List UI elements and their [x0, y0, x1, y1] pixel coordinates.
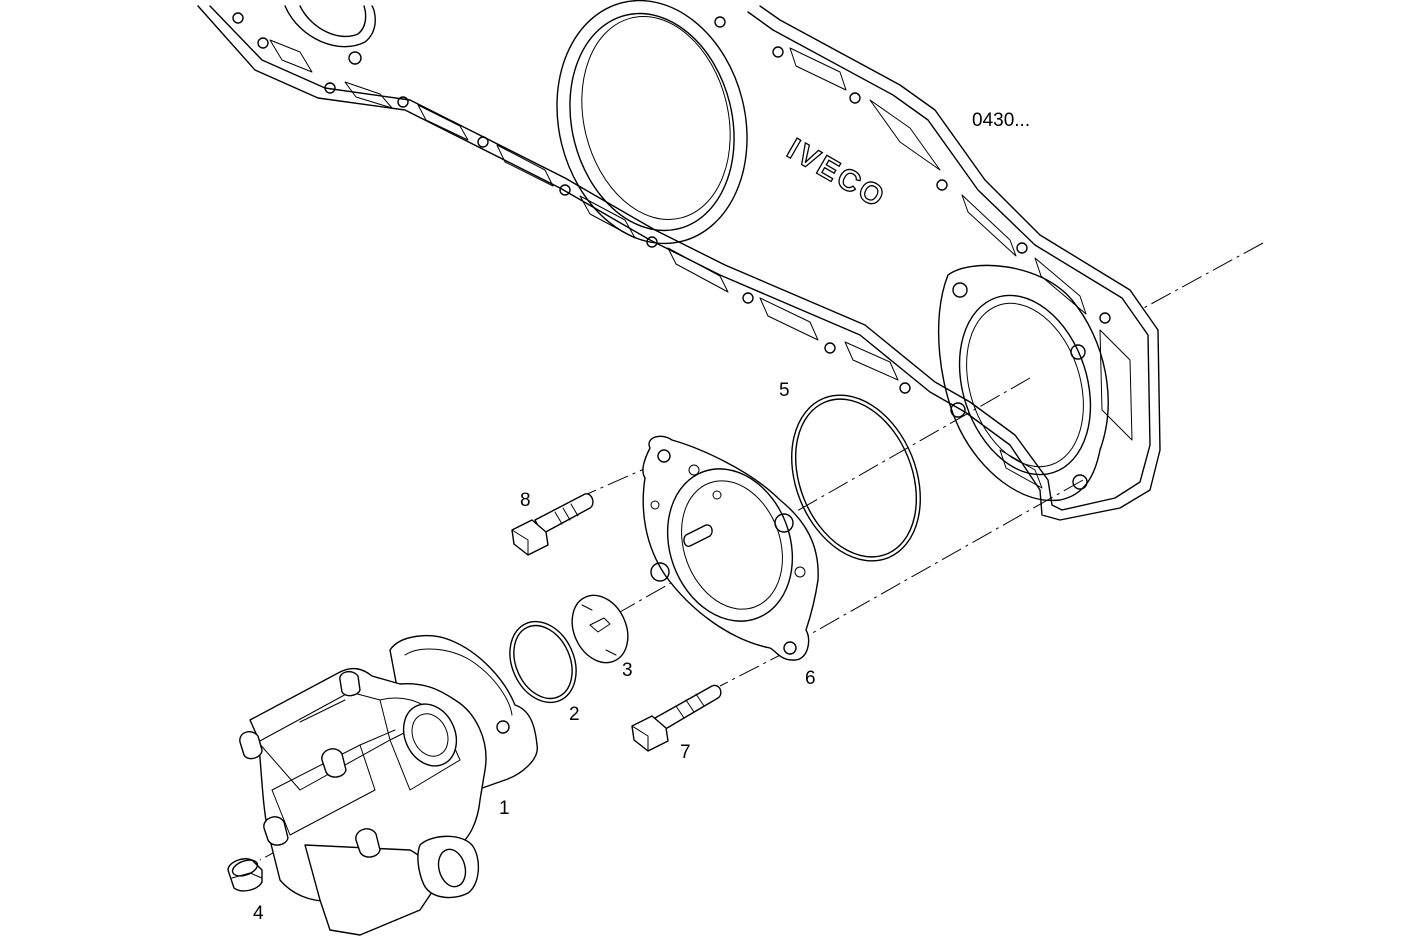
o-ring-small: [509, 620, 577, 704]
callout-2: 2: [569, 704, 580, 725]
bolt-upper: [511, 493, 594, 556]
callout-labels: 0430... 1 2 3 4 5 6 7 8: [253, 110, 1030, 924]
hydraulic-pump: [239, 635, 538, 936]
callout-6: 6: [805, 668, 816, 689]
plug-fitting: [227, 858, 263, 892]
drive-disc: [571, 594, 629, 664]
callout-3: 3: [622, 660, 633, 681]
cover-bolt-holes: [232, 12, 1111, 394]
adapter-flange: [642, 435, 819, 661]
o-ring-large: [791, 394, 921, 562]
callout-8: 8: [520, 490, 531, 511]
bolt-lower: [631, 684, 722, 752]
pump-bolt-heads: [239, 670, 381, 858]
callout-4: 4: [253, 903, 264, 924]
brand-lettering: IVECO: [782, 132, 892, 215]
callout-1: 1: [499, 798, 510, 819]
callout-7: 7: [680, 742, 691, 763]
reference-code: 0430...: [972, 110, 1030, 131]
callout-5: 5: [779, 380, 790, 401]
pump-mounting-bore: [937, 264, 1109, 502]
cover-ribs: [269, 39, 1133, 489]
